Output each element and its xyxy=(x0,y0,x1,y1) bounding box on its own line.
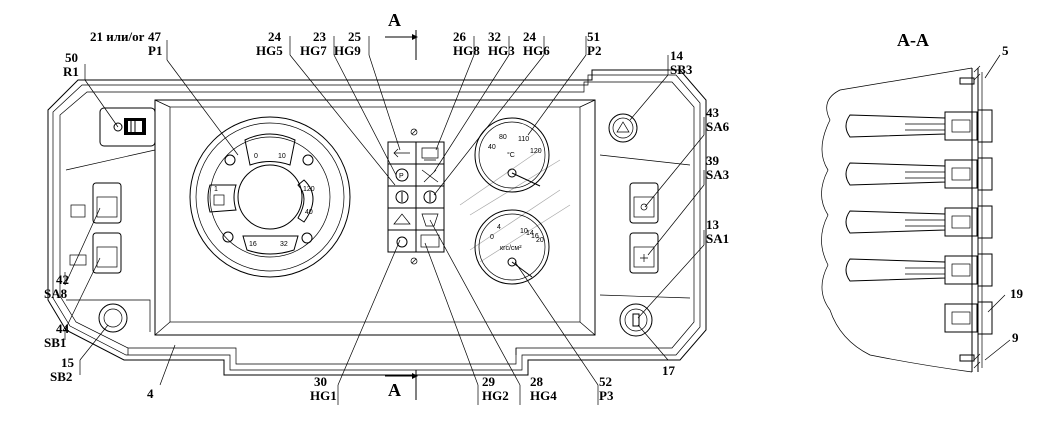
svg-text:32: 32 xyxy=(280,241,288,248)
label-39: 39 xyxy=(706,153,720,168)
ignition-switch-sa1[interactable] xyxy=(619,303,653,337)
label-section-19: 19 xyxy=(1010,286,1024,301)
svg-text:16: 16 xyxy=(249,241,257,248)
label-sa8: SA8 xyxy=(44,286,68,301)
switch-sa3[interactable] xyxy=(629,232,659,274)
svg-text:80: 80 xyxy=(499,134,507,141)
label-hg6: HG6 xyxy=(523,43,550,58)
label-28: 28 xyxy=(530,374,544,389)
svg-text:40: 40 xyxy=(305,209,313,216)
section-title: A-A xyxy=(897,30,929,50)
switch-sb1[interactable] xyxy=(69,232,122,274)
label-15: 15 xyxy=(61,355,75,370)
label-p1: P1 xyxy=(148,43,162,58)
label-p2: P2 xyxy=(587,43,601,58)
label-hg8: HG8 xyxy=(453,43,480,58)
label-r1: R1 xyxy=(63,64,79,79)
svg-text:110: 110 xyxy=(518,136,529,143)
svg-text:10: 10 xyxy=(520,228,528,235)
label-hg7: HG7 xyxy=(300,43,327,58)
label-hg5: HG5 xyxy=(256,43,283,58)
svg-text:14: 14 xyxy=(526,230,534,237)
hazard-button-sb3[interactable] xyxy=(608,113,638,143)
callout-labels: 21 или/or 47 P1 50 R1 24 HG5 23 HG7 25 H… xyxy=(44,29,730,403)
label-51: 51 xyxy=(587,29,600,44)
svg-text:кгс/см²: кгс/см² xyxy=(500,245,522,252)
label-14: 14 xyxy=(670,48,684,63)
svg-text:1: 1 xyxy=(214,186,218,193)
svg-text:P: P xyxy=(399,173,404,180)
label-hg3: HG3 xyxy=(488,43,515,58)
label-24a: 24 xyxy=(268,29,282,44)
label-23: 23 xyxy=(313,29,327,44)
label-sb2: SB2 xyxy=(50,369,72,384)
label-32: 32 xyxy=(488,29,501,44)
svg-text:10: 10 xyxy=(278,153,286,160)
svg-text:°C: °C xyxy=(507,151,515,159)
svg-text:40: 40 xyxy=(488,144,496,151)
rheostat-r1[interactable] xyxy=(99,107,156,147)
label-section-9: 9 xyxy=(1012,330,1019,345)
warning-lamp-block: P xyxy=(387,128,445,265)
label-47: 47 xyxy=(148,29,162,44)
label-sa1: SA1 xyxy=(706,231,729,246)
svg-text:0: 0 xyxy=(254,153,258,160)
label-hg4: HG4 xyxy=(530,388,557,403)
label-43: 43 xyxy=(706,105,720,120)
label-29: 29 xyxy=(482,374,496,389)
button-sb2[interactable] xyxy=(98,303,128,333)
svg-text:4: 4 xyxy=(497,224,501,231)
label-30: 30 xyxy=(314,374,327,389)
switch-sa6[interactable] xyxy=(629,182,659,224)
logo-watermark xyxy=(459,149,571,263)
svg-text:20: 20 xyxy=(536,237,544,244)
label-p3: P3 xyxy=(599,388,614,403)
label-sb3: SB3 xyxy=(670,62,693,77)
gauge-p1: 0 10 1 120 40 16 32 xyxy=(189,116,351,278)
label-42: 42 xyxy=(56,272,69,287)
section-view-a-a: A-A xyxy=(821,30,1024,373)
label-21: 21 или/or xyxy=(90,29,145,44)
switch-sa8[interactable] xyxy=(70,182,122,224)
svg-text:16: 16 xyxy=(531,233,539,240)
label-hg2: HG2 xyxy=(482,388,509,403)
label-section-5: 5 xyxy=(1002,43,1009,58)
label-26: 26 xyxy=(453,29,467,44)
label-hg1: HG1 xyxy=(310,388,337,403)
section-marker-bottom: A xyxy=(388,380,401,400)
label-25: 25 xyxy=(348,29,362,44)
label-13: 13 xyxy=(706,217,720,232)
svg-text:120: 120 xyxy=(303,186,315,193)
panel-outline xyxy=(47,69,707,376)
label-sa6: SA6 xyxy=(706,119,730,134)
section-marker-top: A xyxy=(388,10,401,30)
label-24b: 24 xyxy=(523,29,537,44)
label-17: 17 xyxy=(662,363,676,378)
label-hg9: HG9 xyxy=(334,43,361,58)
svg-text:120: 120 xyxy=(530,148,542,155)
label-52: 52 xyxy=(599,374,612,389)
leader-lines xyxy=(64,36,705,405)
section-marks: A A xyxy=(385,10,418,400)
label-4: 4 xyxy=(147,386,154,401)
gauge-p2-temperature: 40 80 110 120 °C xyxy=(474,117,550,193)
gauge-p3-pressure: 0 4 10 14 16 20 кгс/см² xyxy=(474,209,550,285)
label-44: 44 xyxy=(56,321,70,336)
label-50: 50 xyxy=(65,50,78,65)
svg-text:0: 0 xyxy=(490,234,494,241)
label-sa3: SA3 xyxy=(706,167,730,182)
label-sb1: SB1 xyxy=(44,335,66,350)
